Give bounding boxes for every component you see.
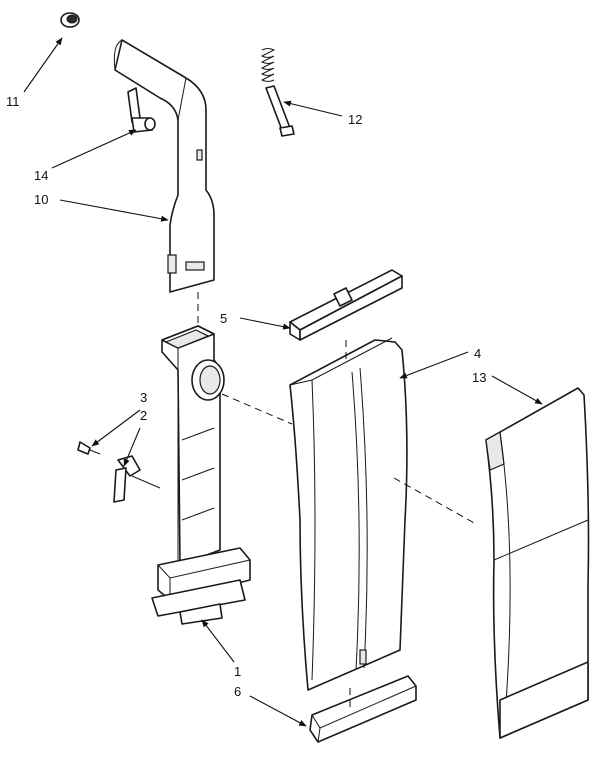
part-11-handle-cap xyxy=(60,12,80,28)
alignment-lines xyxy=(197,292,477,710)
part-12-spring xyxy=(260,48,295,137)
callout-4: 4 xyxy=(474,346,481,361)
part-2-bag-hook xyxy=(113,455,161,503)
callout-1: 1 xyxy=(234,664,241,679)
part-6-bottom-trim xyxy=(309,675,417,743)
leader-lines xyxy=(23,37,543,727)
part-1-main-body xyxy=(151,325,251,625)
callout-14: 14 xyxy=(34,168,48,183)
part-5-bag-bracket xyxy=(289,269,403,341)
callout-2: 2 xyxy=(140,408,147,423)
callout-labels: 11 14 10 12 5 4 13 3 2 1 6 xyxy=(6,94,486,699)
callout-10: 10 xyxy=(34,192,48,207)
callout-6: 6 xyxy=(234,684,241,699)
part-10-upper-handle xyxy=(113,39,215,293)
part-13-paper-bag xyxy=(485,387,590,739)
callout-11: 11 xyxy=(6,94,20,109)
callout-13: 13 xyxy=(472,370,486,385)
callout-12: 12 xyxy=(348,112,362,127)
callout-3: 3 xyxy=(140,390,147,405)
part-14-cord-hook xyxy=(127,87,156,133)
part-4-outer-bag xyxy=(289,337,408,691)
callout-5: 5 xyxy=(220,311,227,326)
part-3-screw xyxy=(77,441,101,455)
